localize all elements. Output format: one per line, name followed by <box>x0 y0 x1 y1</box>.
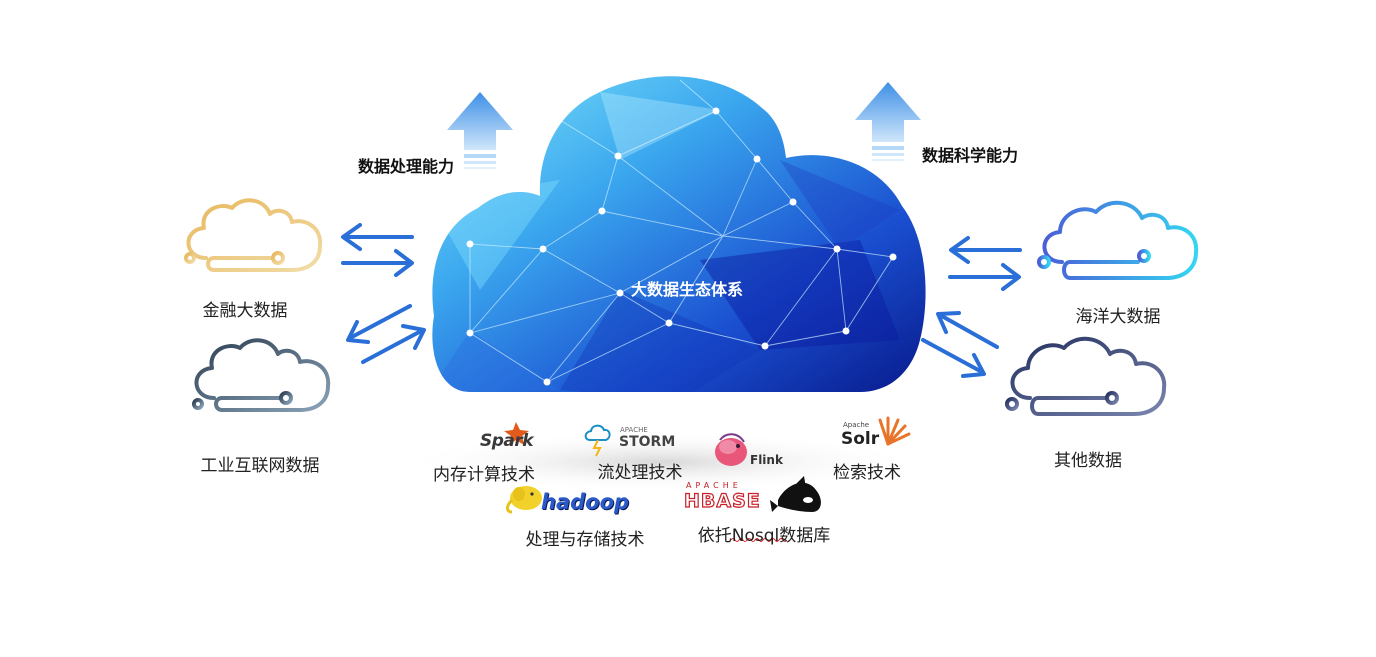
exchange-arrows-right-bottom-icon <box>921 311 999 378</box>
label-industrial: 工业互联网数据 <box>200 456 320 476</box>
label-ocean: 海洋大数据 <box>1075 307 1161 327</box>
hbase-logo-top: APACHE <box>686 481 742 490</box>
industrial-cloud-icon <box>192 338 331 412</box>
solr-logo-top: Apache <box>843 421 870 429</box>
hadoop-elephant-icon <box>506 486 542 514</box>
flink-logo-text: Flink <box>750 453 783 467</box>
exchange-arrows-right-top-icon <box>948 236 1022 291</box>
exchange-arrows-left-bottom-icon <box>346 304 426 364</box>
label-stream-processing: 流处理技术 <box>597 463 683 483</box>
tech-shadow <box>400 432 920 492</box>
spellcheck-underline <box>730 538 788 542</box>
hbase-orca-icon <box>770 476 821 512</box>
hadoop-logo-text: hadoop <box>541 490 630 514</box>
flink-logo-icon <box>715 433 747 466</box>
storm-logo-icon <box>584 424 611 457</box>
caption-data-science: 数据科学能力 <box>922 146 1019 165</box>
other-cloud-icon <box>1005 336 1167 416</box>
spark-logo-text: Spark <box>480 431 534 451</box>
label-other: 其他数据 <box>1054 451 1122 471</box>
label-storage: 处理与存储技术 <box>525 530 645 550</box>
up-arrow-right-icon <box>855 82 921 161</box>
label-search: 检索技术 <box>833 463 901 483</box>
label-nosql: 依托Nosql数据库 <box>697 526 831 546</box>
solr-logo-icon <box>878 416 911 446</box>
up-arrow-left-icon <box>447 92 513 169</box>
storm-logo-text: STORM <box>619 434 676 450</box>
center-title: 大数据生态体系 <box>630 280 744 299</box>
hbase-logo-text: HBASE <box>683 489 761 512</box>
spark-logo-icon <box>504 422 529 445</box>
label-finance: 金融大数据 <box>202 301 288 321</box>
caption-data-processing: 数据处理能力 <box>358 157 455 176</box>
storm-logo-top: APACHE <box>620 426 648 434</box>
ocean-cloud-icon <box>1037 200 1199 280</box>
main-cloud <box>432 76 926 392</box>
exchange-arrows-left-top-icon <box>341 223 414 277</box>
label-memory-compute: 内存计算技术 <box>433 465 535 485</box>
solr-logo-text: Solr <box>841 429 880 449</box>
finance-cloud-icon <box>184 198 323 272</box>
